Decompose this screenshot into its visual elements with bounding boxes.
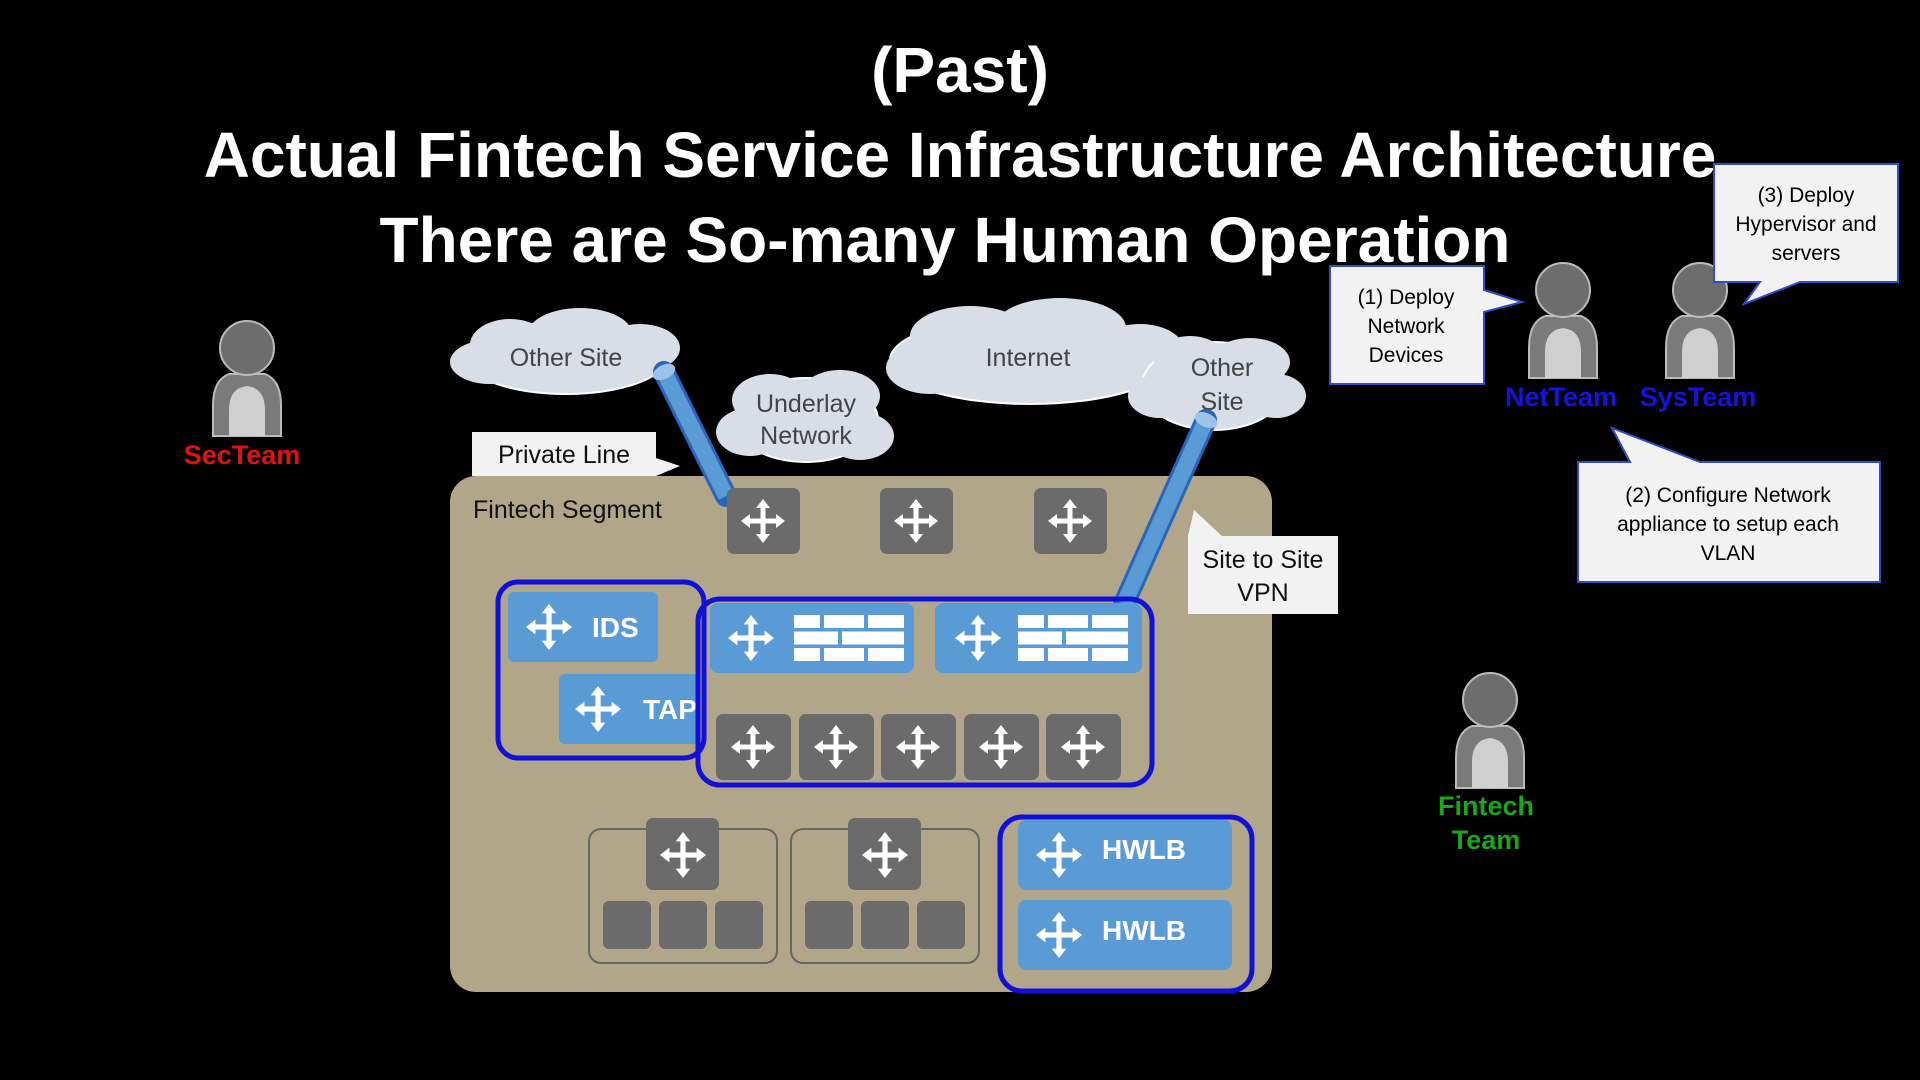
site-to-site-callout: Site to Site VPN bbox=[1188, 510, 1338, 614]
netteam-person: NetTeam bbox=[1505, 262, 1617, 412]
switch-2 bbox=[799, 714, 874, 780]
cloud-other-site-right: Other Site bbox=[1128, 336, 1306, 431]
callout-text: Devices bbox=[1369, 344, 1444, 367]
firewall-1 bbox=[710, 603, 914, 673]
site-to-site-label-1: Site to Site bbox=[1203, 546, 1324, 574]
callout-text: appliance to setup each bbox=[1617, 513, 1839, 536]
callout-deploy-network: (1) Deploy Network Devices bbox=[1329, 265, 1526, 385]
callout-text: servers bbox=[1772, 242, 1841, 265]
secteam-person: SecTeam bbox=[184, 320, 301, 470]
hwlb-2-label: HWLB bbox=[1102, 915, 1186, 946]
callout-configure-network: (2) Configure Network appliance to setup… bbox=[1577, 426, 1881, 583]
person-icon bbox=[1455, 672, 1525, 789]
fintech-team-label-2: Team bbox=[1452, 825, 1521, 855]
person-icon bbox=[1528, 262, 1598, 379]
router-top-2 bbox=[880, 488, 953, 554]
ids-label: IDS bbox=[592, 612, 639, 643]
switch-3 bbox=[881, 714, 956, 780]
cloud-other-site-left: Other Site bbox=[450, 308, 680, 395]
fintech-segment-label: Fintech Segment bbox=[473, 496, 662, 524]
title-line-2: Actual Fintech Service Infrastructure Ar… bbox=[204, 119, 1717, 191]
callout-text: (2) Configure Network bbox=[1625, 484, 1831, 507]
hwlb-device-2: HWLB bbox=[1018, 900, 1232, 970]
systeam-label: SysTeam bbox=[1640, 382, 1757, 412]
firewall-icon bbox=[794, 615, 904, 661]
firewall-2 bbox=[935, 603, 1142, 673]
cloud-underlay-label-2: Network bbox=[760, 422, 852, 450]
callout-text: Hypervisor and bbox=[1735, 213, 1876, 236]
firewall-switch-group bbox=[695, 596, 1155, 788]
cloud-internet-label: Internet bbox=[986, 344, 1071, 372]
server-block bbox=[805, 901, 853, 949]
callout-text: Network bbox=[1367, 315, 1445, 338]
hwlb-device-1: HWLB bbox=[1018, 820, 1232, 890]
switch-1 bbox=[716, 714, 791, 780]
cloud-underlay-network: Underlay Network bbox=[716, 370, 894, 463]
title-line-3: There are So-many Human Operation bbox=[380, 204, 1511, 276]
person-icon bbox=[212, 320, 282, 437]
server-rack-1 bbox=[588, 818, 778, 964]
fintech-team-person: Fintech Team bbox=[1438, 672, 1534, 855]
tap-device: TAP bbox=[559, 674, 699, 744]
site-to-site-label-2: VPN bbox=[1237, 579, 1288, 607]
ids-device: IDS bbox=[508, 592, 658, 662]
switch-row bbox=[716, 714, 1121, 780]
fintech-team-label-1: Fintech bbox=[1438, 791, 1534, 821]
server-rack-2 bbox=[790, 818, 980, 964]
switch-4 bbox=[964, 714, 1039, 780]
callout-deploy-hypervisor: (3) Deploy Hypervisor and servers bbox=[1713, 163, 1899, 307]
server-block bbox=[861, 901, 909, 949]
router-top-3 bbox=[1034, 488, 1107, 554]
server-block bbox=[917, 901, 965, 949]
site-to-site-vpn-pipe bbox=[1113, 409, 1218, 615]
cloud-other-site-left-label: Other Site bbox=[510, 344, 623, 372]
systeam-person: SysTeam bbox=[1640, 262, 1757, 412]
hwlb-1-label: HWLB bbox=[1102, 834, 1186, 865]
private-line-label: Private Line bbox=[498, 441, 630, 469]
secteam-label: SecTeam bbox=[184, 440, 301, 470]
netteam-label: NetTeam bbox=[1505, 382, 1617, 412]
server-block bbox=[659, 901, 707, 949]
firewall-icon bbox=[1018, 615, 1128, 661]
hwlb-group bbox=[997, 814, 1255, 994]
cloud-underlay-label-1: Underlay bbox=[756, 390, 857, 418]
callout-text: (1) Deploy bbox=[1358, 286, 1455, 309]
callout-text: VLAN bbox=[1701, 542, 1756, 565]
switch-5 bbox=[1046, 714, 1121, 780]
tap-label: TAP bbox=[643, 694, 697, 725]
server-block bbox=[603, 901, 651, 949]
private-line-callout: Private Line bbox=[472, 432, 680, 476]
title-line-1: (Past) bbox=[871, 34, 1049, 106]
callout-text: (3) Deploy bbox=[1758, 184, 1855, 207]
server-block bbox=[715, 901, 763, 949]
ids-tap-group bbox=[495, 579, 707, 761]
router-top-1 bbox=[727, 488, 800, 554]
private-line-pipe bbox=[652, 361, 737, 507]
cloud-other-site-right-label-1: Other bbox=[1191, 354, 1254, 382]
